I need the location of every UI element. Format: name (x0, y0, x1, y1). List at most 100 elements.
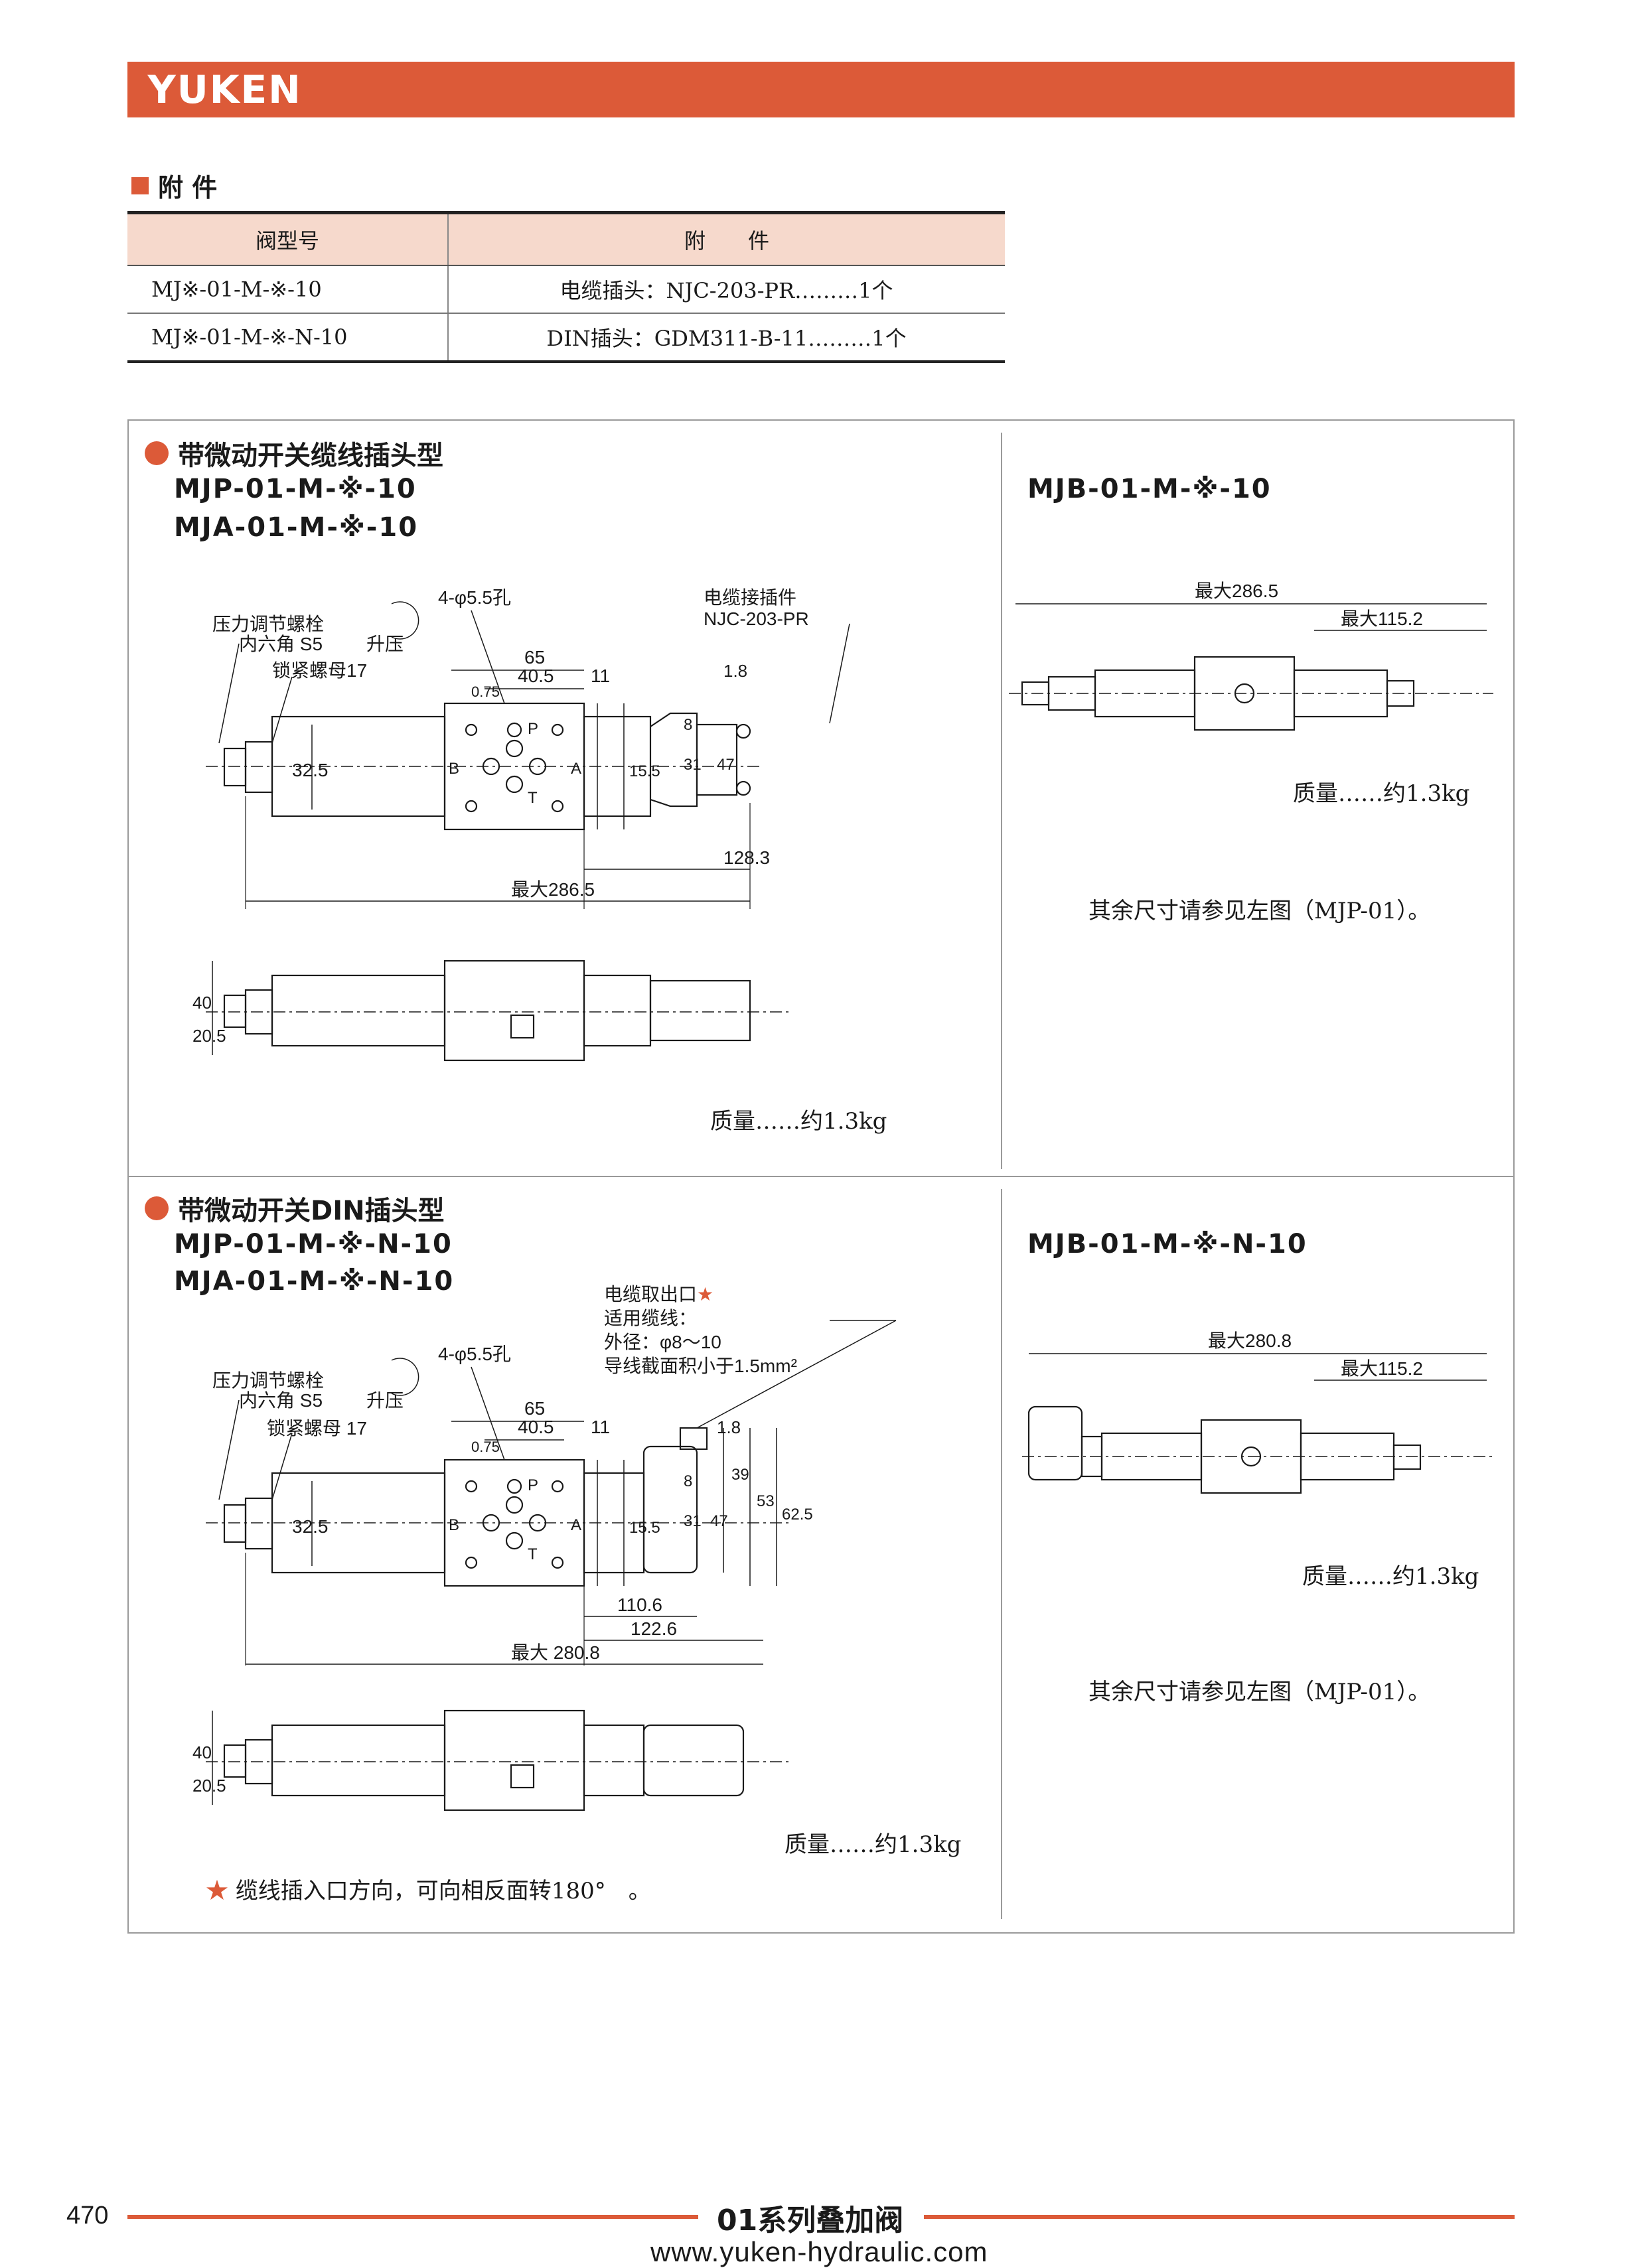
square-bullet-icon (131, 177, 149, 194)
dim-40: 40 (192, 1742, 212, 1762)
dim-40-5: 40.5 (518, 1417, 554, 1437)
panel-divider (127, 1176, 1515, 1177)
block1-other-dims: 其余尺寸请参见左图（MJP-01）。 (1088, 898, 1431, 924)
dim-15-5: 15.5 (629, 762, 660, 780)
block2-mass-right: 质量……约1.3kg (1302, 1563, 1479, 1590)
block1-model-mja: MJA-01-M-※-10 (174, 512, 419, 543)
dim-65: 65 (524, 1398, 545, 1419)
dim-122-6: 122.6 (631, 1618, 677, 1639)
block2-title: 带微动开关DIN插头型 (145, 1189, 445, 1228)
column-divider-top (1001, 433, 1002, 1169)
dim-110-6: 110.6 (617, 1595, 662, 1615)
dim-11: 11 (591, 1417, 610, 1437)
dim-39: 39 (731, 1466, 749, 1484)
label-raise: 升压 (366, 634, 404, 654)
block2-model-mjp: MJP-01-M-※-N-10 (174, 1229, 453, 1259)
svg-text:YUKEN: YUKEN (147, 70, 302, 110)
dim-40: 40 (192, 993, 212, 1013)
dim-max-front: 最大286.5 (511, 879, 595, 900)
header-bar (127, 62, 1515, 117)
block1-mass-right: 质量……约1.3kg (1293, 780, 1470, 807)
block2-top-view: 40 20.5 (192, 1709, 790, 1811)
block2-front-view: 压力调节螺栓 内六角 S5 锁紧螺母 17 升压 4-φ5.5孔 电缆取出口★ … (206, 1284, 897, 1666)
port-t: T (528, 789, 538, 807)
label-raise: 升压 (366, 1390, 404, 1411)
block1-model-mjp: MJP-01-M-※-10 (174, 474, 417, 504)
lock-nut (244, 741, 273, 794)
label-pressure-bolt: 压力调节螺栓 (212, 614, 324, 634)
dim-62-5: 62.5 (782, 1506, 813, 1524)
label-cable-outlet: 电缆取出口★ (604, 1284, 713, 1305)
dim-8: 8 (684, 716, 692, 734)
port-t: T (528, 1545, 538, 1563)
label-cable-spec: 适用缆线： (604, 1308, 697, 1328)
block2-right-view: 最大280.8 最大115.2 (1022, 1330, 1493, 1494)
port-a: A (571, 1516, 581, 1534)
label-holes: 4-φ5.5孔 (438, 1344, 511, 1364)
dim-max-right: 最大280.8 (1208, 1330, 1292, 1351)
circle-bullet-icon (145, 1196, 169, 1220)
cell-model: MJ※-01-M-※-N-10 (127, 313, 448, 363)
dim-0-75: 0.75 (471, 1439, 500, 1455)
dim-max-right2: 最大115.2 (1341, 608, 1423, 629)
footer-url[interactable]: www.yuken-hydraulic.com (650, 2236, 988, 2267)
dim-15-5: 15.5 (629, 1519, 660, 1537)
yuken-logo: YUKEN (147, 70, 302, 110)
dim-20-5: 20.5 (192, 1026, 226, 1046)
block2-mass-left: 质量……约1.3kg (785, 1831, 962, 1858)
block1-top-view: 40 20.5 (192, 959, 790, 1062)
block2-model-mja: MJA-01-M-※-N-10 (174, 1266, 455, 1297)
label-connector-model: NJC-203-PR (704, 608, 809, 629)
port-p: P (528, 1476, 538, 1494)
block2-model-mjb: MJB-01-M-※-N-10 (1027, 1229, 1308, 1259)
dim-20-5: 20.5 (192, 1776, 226, 1796)
label-holes: 4-φ5.5孔 (438, 587, 511, 608)
column-divider-bottom (1001, 1189, 1002, 1919)
block2-footnote: ★ 缆线插入口方向，可向相反面转180° 。 (206, 1878, 651, 1904)
table-header-row: 阀型号 附 件 (127, 211, 1005, 266)
label-cable-cs: 导线截面积小于1.5mm² (604, 1356, 797, 1376)
accessories-title: 附 件 (131, 167, 217, 204)
dim-128-3: 128.3 (723, 847, 770, 868)
dim-max-front: 最大 280.8 (511, 1642, 600, 1663)
dim-11: 11 (591, 666, 610, 686)
dim-47: 47 (717, 756, 735, 774)
dim-1-8: 1.8 (717, 1417, 741, 1437)
cell-accessory: 电缆插头：NJC-203-PR………1个 (447, 265, 1005, 314)
column-header-accessory: 附 件 (447, 211, 1005, 266)
table-row: MJ※-01-M-※-10 电缆插头：NJC-203-PR………1个 (127, 265, 1005, 314)
footer-rule-right (924, 2215, 1515, 2219)
port-a: A (571, 760, 581, 778)
label-lock-nut: 锁紧螺母 17 (267, 1418, 367, 1439)
dim-31: 31 (684, 756, 702, 774)
dim-max-right: 最大286.5 (1195, 581, 1278, 601)
dim-47: 47 (710, 1512, 728, 1530)
table-row: MJ※-01-M-※-N-10 DIN插头：GDM311-B-11………1个 (127, 313, 1005, 363)
label-cable-od: 外径：φ8～10 (604, 1332, 721, 1352)
port-b: B (449, 1516, 459, 1534)
label-hex: 内六角 S5 (239, 634, 323, 654)
dim-32-5: 32.5 (292, 760, 329, 780)
column-header-model: 阀型号 (127, 211, 448, 266)
block1-mass-left: 质量……约1.3kg (710, 1108, 887, 1135)
dim-max-right2: 最大115.2 (1341, 1358, 1423, 1379)
dim-0-75: 0.75 (471, 683, 500, 700)
circle-bullet-icon (145, 441, 169, 465)
label-connector: 电缆接插件 (704, 587, 796, 608)
dim-65: 65 (524, 647, 545, 668)
dim-32-5: 32.5 (292, 1516, 329, 1537)
label-pressure-bolt: 压力调节螺栓 (212, 1370, 324, 1391)
port-p: P (528, 720, 538, 738)
block1-right-view: 最大286.5 最大115.2 (1009, 581, 1493, 731)
cell-accessory: DIN插头：GDM311-B-11………1个 (447, 313, 1005, 363)
block1-title: 带微动开关缆线插头型 (145, 434, 443, 472)
adjust-bolt (223, 747, 247, 787)
dim-40-5: 40.5 (518, 666, 554, 686)
accessories-table: 阀型号 附 件 MJ※-01-M-※-10 电缆插头：NJC-203-PR………… (127, 211, 1005, 363)
label-hex: 内六角 S5 (239, 1390, 323, 1411)
cell-model: MJ※-01-M-※-10 (127, 265, 448, 314)
dim-1-8: 1.8 (723, 661, 747, 681)
star-icon: ★ (206, 1878, 228, 1904)
label-lock-nut: 锁紧螺母17 (272, 660, 367, 681)
dim-53: 53 (757, 1492, 775, 1510)
